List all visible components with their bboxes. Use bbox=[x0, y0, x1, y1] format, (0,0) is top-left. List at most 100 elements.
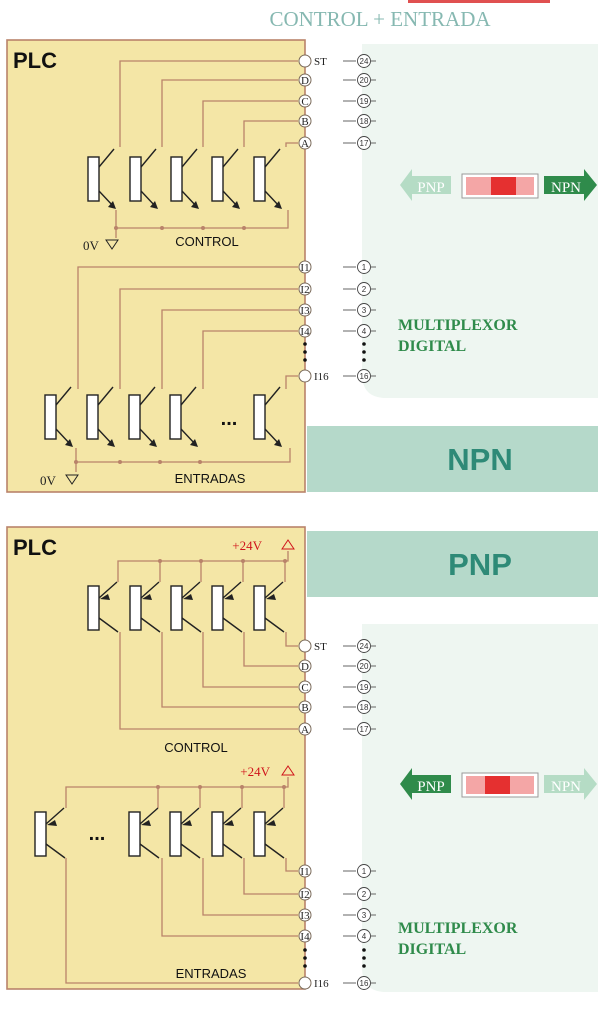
svg-text:1: 1 bbox=[362, 263, 367, 272]
bottom-input-terminal-i1: I1 1 bbox=[298, 864, 376, 878]
svg-text:I2: I2 bbox=[300, 889, 309, 901]
bottom-terminal-ellipsis bbox=[303, 948, 366, 968]
bottom-input-junctions bbox=[156, 785, 286, 789]
svg-text:I1: I1 bbox=[300, 866, 309, 878]
svg-text:2: 2 bbox=[362, 285, 367, 294]
top-input-terminal-i4: I4 4 bbox=[298, 324, 376, 338]
top-control-terminal-d: D 20 bbox=[298, 73, 376, 87]
bottom-input-transistor bbox=[211, 807, 243, 859]
bottom-24v-control: +24V bbox=[232, 538, 262, 553]
top-mux-line2: DIGITAL bbox=[398, 338, 466, 355]
svg-text:3: 3 bbox=[362, 306, 367, 315]
svg-text:19: 19 bbox=[360, 97, 369, 106]
svg-text:I2: I2 bbox=[300, 284, 309, 296]
top-switch-slider[interactable] bbox=[491, 177, 516, 195]
top-section-npn: NPN PLC bbox=[6, 39, 598, 493]
top-input-wires bbox=[75, 266, 298, 472]
bottom-control-transistor bbox=[170, 581, 202, 633]
bottom-control-junctions bbox=[158, 559, 287, 563]
supply-arrow-icon bbox=[281, 539, 295, 550]
top-banner-text: NPN bbox=[447, 442, 512, 477]
header-title: CONTROL + ENTRADA bbox=[269, 7, 491, 31]
top-plc-label: PLC bbox=[13, 48, 57, 73]
bottom-control-label: CONTROL bbox=[164, 740, 228, 755]
svg-text:A: A bbox=[301, 724, 309, 736]
bottom-input-wires bbox=[65, 777, 298, 984]
svg-text:C: C bbox=[301, 682, 308, 694]
top-control-terminal-c: C 19 bbox=[298, 94, 376, 108]
top-switch-right-label: NPN bbox=[551, 180, 581, 196]
svg-text:20: 20 bbox=[360, 662, 369, 671]
top-switch-right-arrow bbox=[544, 169, 597, 201]
svg-text:I4: I4 bbox=[300, 931, 310, 943]
bottom-input-ellipsis: ... bbox=[89, 823, 106, 845]
svg-text:1: 1 bbox=[362, 867, 367, 876]
top-input-ellipsis: ... bbox=[221, 408, 238, 430]
top-input-transistor bbox=[169, 386, 198, 447]
svg-text:C: C bbox=[301, 96, 308, 108]
supply-arrow-icon bbox=[281, 765, 295, 776]
top-entradas-label: ENTRADAS bbox=[175, 471, 246, 486]
top-control-transistor bbox=[170, 148, 199, 209]
top-pnp-npn-switch[interactable]: PNP NPN bbox=[400, 169, 597, 201]
top-input-terminal-i16: I16 16 bbox=[298, 369, 376, 383]
bottom-switch-right-arrow bbox=[544, 768, 597, 800]
top-switch-left-arrow bbox=[400, 169, 451, 201]
svg-text:I3: I3 bbox=[300, 910, 310, 922]
top-ov-control: 0V bbox=[83, 238, 100, 253]
bottom-mux-line1: MULTIPLEXOR bbox=[398, 920, 518, 937]
bottom-control-terminal-a: A 17 bbox=[298, 722, 376, 736]
ground-icon bbox=[65, 474, 79, 485]
svg-text:I3: I3 bbox=[300, 305, 310, 317]
bottom-input-terminal-i16: I16 16 bbox=[298, 976, 376, 990]
top-mux-panel bbox=[362, 44, 598, 398]
bottom-control-terminal-d: D 20 bbox=[298, 659, 376, 673]
svg-text:19: 19 bbox=[360, 683, 369, 692]
top-input-transistor bbox=[44, 386, 73, 447]
bottom-control-terminal-c: C 19 bbox=[298, 680, 376, 694]
bottom-terminal-strip: ST 2 4 D 20 C 19 bbox=[298, 639, 376, 990]
bottom-input-terminal-i3: I3 3 bbox=[298, 908, 376, 922]
top-control-label: CONTROL bbox=[175, 234, 239, 249]
bottom-input-terminal-i4: I4 4 bbox=[298, 929, 376, 943]
svg-text:18: 18 bbox=[360, 703, 369, 712]
svg-text:I4: I4 bbox=[300, 326, 310, 338]
bottom-pnp-npn-switch[interactable]: PNP NPN bbox=[400, 768, 597, 800]
top-control-transistor bbox=[211, 148, 240, 209]
bottom-input-transistors bbox=[34, 807, 285, 859]
bottom-control-transistor bbox=[87, 581, 119, 633]
bottom-24v-inputs: +24V bbox=[240, 764, 270, 779]
ground-icon bbox=[105, 239, 119, 250]
bottom-input-transistor bbox=[253, 807, 285, 859]
bottom-mux-panel bbox=[362, 624, 598, 992]
svg-text:2: 2 bbox=[362, 890, 367, 899]
svg-text:4: 4 bbox=[362, 932, 367, 941]
top-switch-left-label: PNP bbox=[417, 180, 445, 196]
top-control-transistor bbox=[253, 148, 282, 209]
svg-text:I16: I16 bbox=[314, 978, 329, 990]
bottom-entradas-label: ENTRADAS bbox=[176, 966, 247, 981]
top-control-wires bbox=[115, 60, 298, 238]
svg-text:D: D bbox=[301, 75, 309, 87]
svg-text:D: D bbox=[301, 661, 309, 673]
top-input-terminal-i2: I2 2 bbox=[298, 282, 376, 296]
svg-text:24: 24 bbox=[360, 57, 369, 66]
top-control-transistors bbox=[87, 148, 282, 209]
top-control-terminal-st: ST 24 bbox=[298, 54, 376, 68]
svg-text:ST: ST bbox=[314, 56, 327, 68]
svg-text:3: 3 bbox=[362, 911, 367, 920]
top-input-junctions bbox=[74, 460, 202, 464]
top-input-transistor bbox=[253, 386, 282, 447]
bottom-control-terminal-b: B 18 bbox=[298, 700, 376, 714]
svg-text:20: 20 bbox=[360, 76, 369, 85]
bottom-control-transistors bbox=[87, 581, 285, 633]
svg-text:ST: ST bbox=[314, 641, 327, 653]
svg-text:4: 4 bbox=[362, 327, 367, 336]
top-terminal-ellipsis bbox=[303, 342, 366, 362]
top-control-terminal-a: A 17 bbox=[298, 136, 376, 150]
top-mux-line1: MULTIPLEXOR bbox=[398, 317, 518, 334]
bottom-switch-slider[interactable] bbox=[485, 776, 510, 794]
top-terminal-strip: ST 24 D 20 C 19 bbox=[298, 54, 376, 383]
bottom-switch-right-label: NPN bbox=[551, 779, 581, 795]
